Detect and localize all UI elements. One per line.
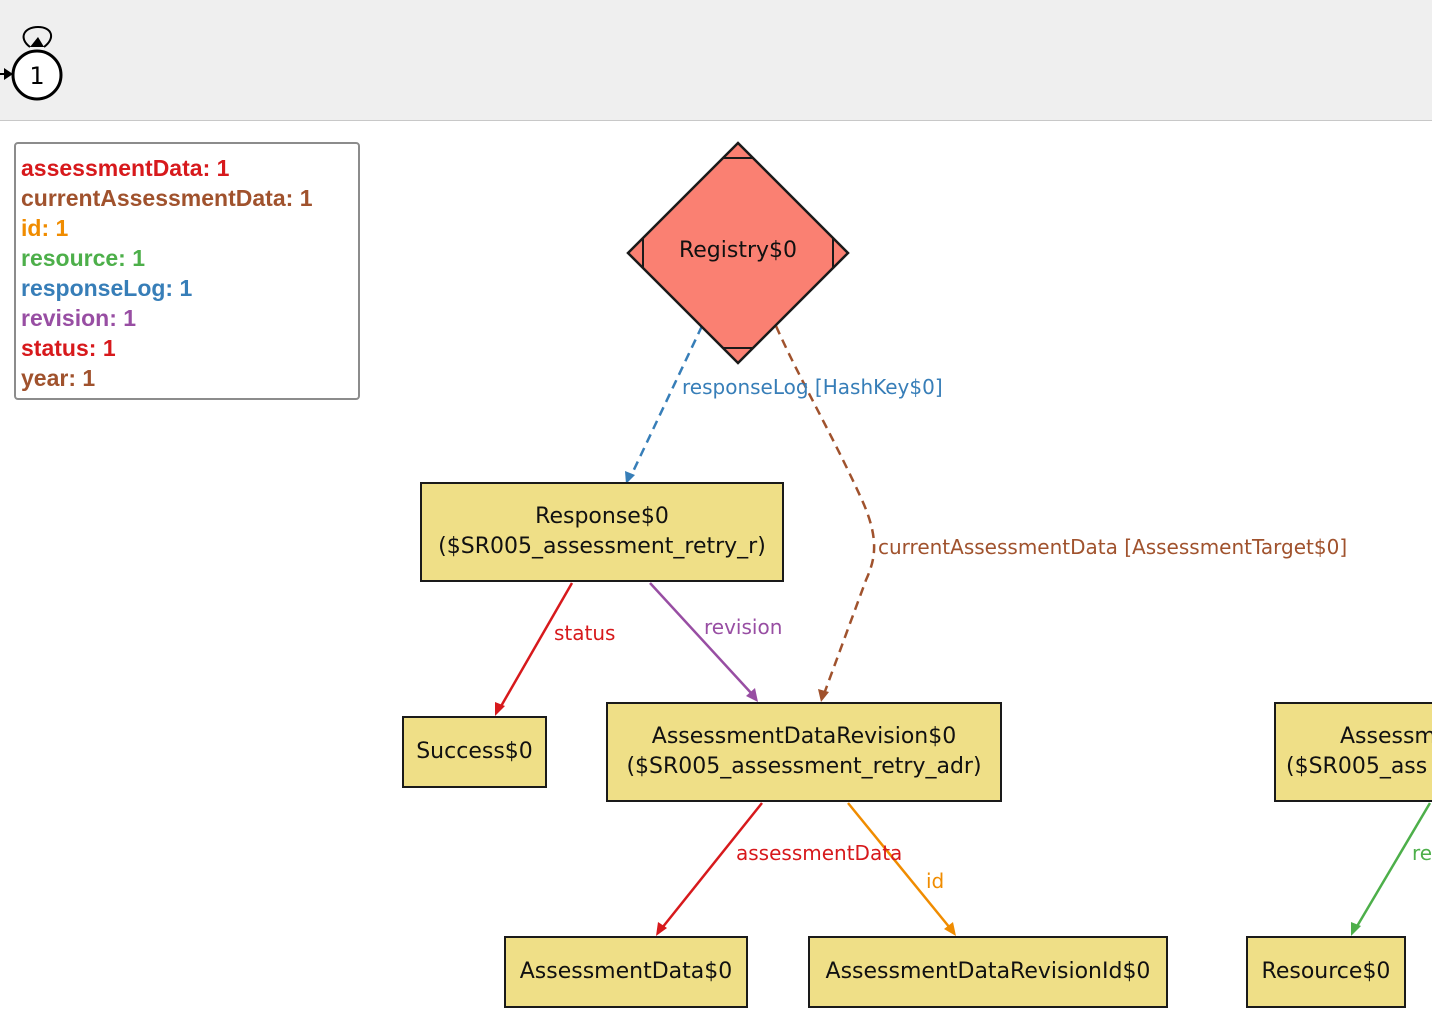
edge-label-responseLog: responseLog [HashKey$0] <box>682 375 943 399</box>
node-adr-title: AssessmentDataRevision$0 <box>651 724 957 749</box>
edge-assessmentData <box>661 802 763 929</box>
node-resource[interactable]: Resource$0 <box>1246 936 1406 1008</box>
legend-count: 1 <box>132 245 146 271</box>
legend-count: 1 <box>102 335 116 361</box>
legend-name: currentAssessmentData <box>21 185 286 211</box>
node-success[interactable]: Success$0 <box>402 716 547 788</box>
edge-resource <box>1354 802 1432 929</box>
edge-currentAssessmentData <box>774 325 876 695</box>
node-response[interactable]: Response$0 ($SR005_assessment_retry_r) <box>420 482 784 582</box>
legend-name: resource <box>21 245 119 271</box>
node-success-title: Success$0 <box>416 739 533 764</box>
legend-row-responseLog: responseLog: 1 <box>21 275 193 301</box>
legend-row-status: status: 1 <box>21 335 116 361</box>
legend-name: id <box>21 215 42 241</box>
edge-id <box>847 802 951 929</box>
node-response-title: Response$0 <box>535 504 669 529</box>
legend-count: 1 <box>299 185 313 211</box>
relation-legend: assessmentData: 1 currentAssessmentData:… <box>14 142 360 400</box>
legend-name: assessmentData <box>21 155 203 181</box>
edge-responseLog <box>628 325 704 479</box>
legend-row-currentAssessmentData: currentAssessmentData: 1 <box>21 185 313 211</box>
legend-count: 1 <box>55 215 69 241</box>
edge-label-resource: re <box>1412 841 1432 865</box>
state-label: 1 <box>29 62 44 90</box>
arrowhead-status <box>495 702 505 716</box>
node-adr-subtitle: ($SR005_assessment_retry_adr) <box>626 754 982 779</box>
edge-label-id: id <box>926 869 945 893</box>
node-assessment-data-revision[interactable]: AssessmentDataRevision$0 ($SR005_assessm… <box>606 702 1002 802</box>
legend-row-assessmentData: assessmentData: 1 <box>21 155 230 181</box>
arrowhead-id <box>944 922 956 936</box>
legend-count: 1 <box>82 365 96 391</box>
edge-revision <box>649 582 753 695</box>
node-assessment-data-revision-id[interactable]: AssessmentDataRevisionId$0 <box>808 936 1168 1008</box>
legend-row-resource: resource: 1 <box>21 245 146 271</box>
legend-name: revision <box>21 305 110 331</box>
legend-count: 1 <box>123 305 137 331</box>
node-response-subtitle: ($SR005_assessment_retry_r) <box>438 534 766 559</box>
edge-label-revision: revision <box>704 615 783 639</box>
node-assessment-data-title: AssessmentData$0 <box>519 959 733 984</box>
node-assessment-partial-title: Assessm <box>1340 724 1432 749</box>
arrowhead-revision <box>746 688 758 702</box>
legend-row-year: year: 1 <box>21 365 96 391</box>
node-assessment-data[interactable]: AssessmentData$0 <box>504 936 748 1008</box>
node-assessment-partial-subtitle: ($SR005_ass <box>1286 754 1428 779</box>
legend-count: 1 <box>179 275 193 301</box>
node-registry[interactable]: Registry$0 <box>678 238 798 263</box>
node-resource-title: Resource$0 <box>1261 959 1391 984</box>
legend-name: status <box>21 335 89 361</box>
legend-name: responseLog <box>21 275 166 301</box>
legend-row-revision: revision: 1 <box>21 305 137 331</box>
arrowhead-assessmentData <box>656 922 667 936</box>
edge-label-currentAssessmentData: currentAssessmentData [AssessmentTarget$… <box>878 535 1348 559</box>
node-assessment-partial[interactable]: Assessm ($SR005_ass <box>1274 702 1432 802</box>
state-circle <box>11 49 63 101</box>
registry-diamond <box>626 141 850 365</box>
legend-row-id: id: 1 <box>21 215 69 241</box>
edge-label-status: status <box>554 621 616 645</box>
state-node-graphic[interactable]: 1 <box>0 0 80 110</box>
state-graph-panel: 1 <box>0 0 1432 121</box>
edge-status <box>498 582 574 709</box>
edge-label-assessmentData: assessmentData <box>736 841 903 865</box>
node-adr-id-title: AssessmentDataRevisionId$0 <box>825 959 1151 984</box>
arrowhead-responseLog <box>625 471 635 484</box>
legend-name: year <box>21 365 69 391</box>
arrowhead-resource <box>1351 922 1361 936</box>
arrowhead-currentAssessmentData <box>818 689 829 702</box>
legend-count: 1 <box>216 155 230 181</box>
